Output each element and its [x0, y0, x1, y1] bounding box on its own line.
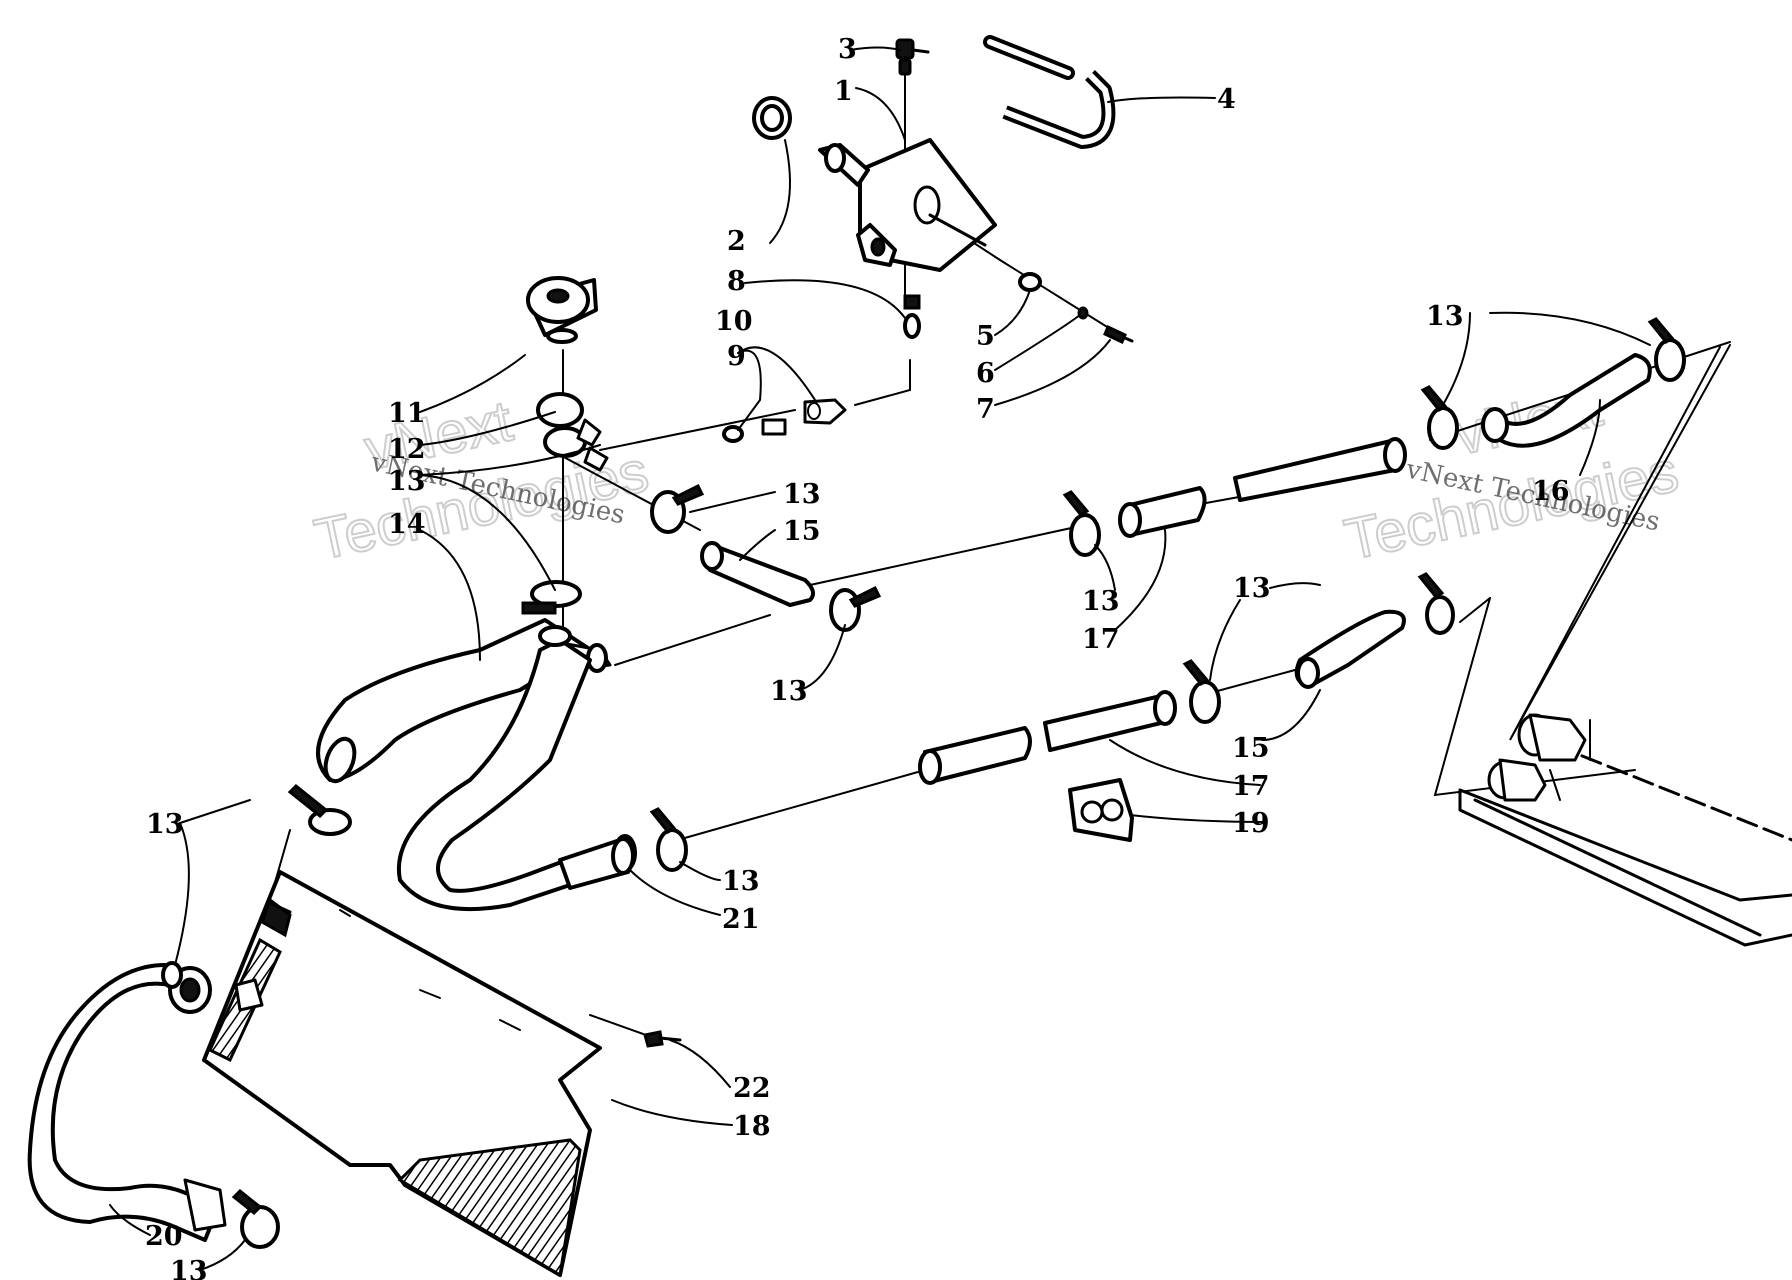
part-19-bracket	[1068, 778, 1134, 842]
callout-19: 19	[1232, 808, 1270, 839]
part-8-fitting	[903, 294, 921, 339]
part-2-cap	[752, 96, 792, 140]
callout-13-e: 13	[1233, 573, 1271, 604]
callout-12: 12	[388, 434, 426, 465]
callout-21: 21	[722, 904, 760, 935]
watermark-group: vNext Technologies vNext Technologies vN…	[308, 372, 1685, 573]
leader-lines	[109, 46, 1651, 1271]
part-4-hose	[983, 35, 1116, 149]
callout-13-c: 13	[1426, 301, 1464, 332]
callout-13-g: 13	[146, 809, 184, 840]
callout-13-h: 13	[722, 866, 760, 897]
callout-6: 6	[976, 358, 995, 389]
part-14-clamp	[521, 580, 582, 615]
part-15-hoses	[700, 541, 1406, 689]
callout-16: 16	[1532, 476, 1570, 507]
callout-10: 10	[715, 306, 753, 337]
part-1-housing	[818, 138, 997, 272]
hose-clamps-13	[168, 317, 1686, 1249]
part-21-hose-end	[558, 837, 635, 890]
callout-5: 5	[976, 321, 995, 352]
callout-13-a: 13	[388, 466, 426, 497]
callout-4: 4	[1217, 84, 1236, 115]
part-22-fitting	[643, 1030, 682, 1048]
background-radiator	[1458, 713, 1792, 947]
parts-9-10-fittings	[722, 398, 847, 443]
callout-22: 22	[733, 1073, 771, 1104]
callout-7: 7	[976, 394, 995, 425]
parts-5-6-7-small	[1018, 272, 1134, 345]
part-18-radiator	[202, 870, 602, 1278]
callout-13-i: 13	[170, 1256, 208, 1280]
callout-13-d: 13	[1082, 586, 1120, 617]
part-3-fitting	[895, 38, 930, 76]
callout-2: 2	[727, 226, 746, 257]
callout-labels: 3 1 4 2 8 10 9 5 6 7 11 12 13 14 13 15 1…	[145, 34, 1570, 1280]
part-20-hose	[27, 961, 227, 1242]
callout-20: 20	[145, 1221, 183, 1252]
callout-14: 14	[388, 509, 426, 540]
part-11-radiator-cap	[526, 276, 598, 344]
callout-17-b: 17	[1232, 771, 1270, 802]
callout-11: 11	[388, 398, 426, 429]
part-17-tubes	[918, 437, 1407, 785]
part-16-hose	[1481, 353, 1652, 448]
callout-17-a: 17	[1082, 624, 1120, 655]
callout-1: 1	[834, 76, 853, 107]
callout-15-b: 15	[1232, 733, 1270, 764]
callout-8: 8	[727, 266, 746, 297]
callout-15-a: 15	[783, 516, 821, 547]
part-12-filler-neck	[536, 392, 609, 472]
callout-3: 3	[838, 34, 857, 65]
callout-13-b: 13	[783, 479, 821, 510]
main-hoses	[316, 618, 637, 912]
callout-18: 18	[733, 1111, 771, 1142]
callout-9: 9	[727, 341, 746, 372]
callout-13-f: 13	[770, 676, 808, 707]
